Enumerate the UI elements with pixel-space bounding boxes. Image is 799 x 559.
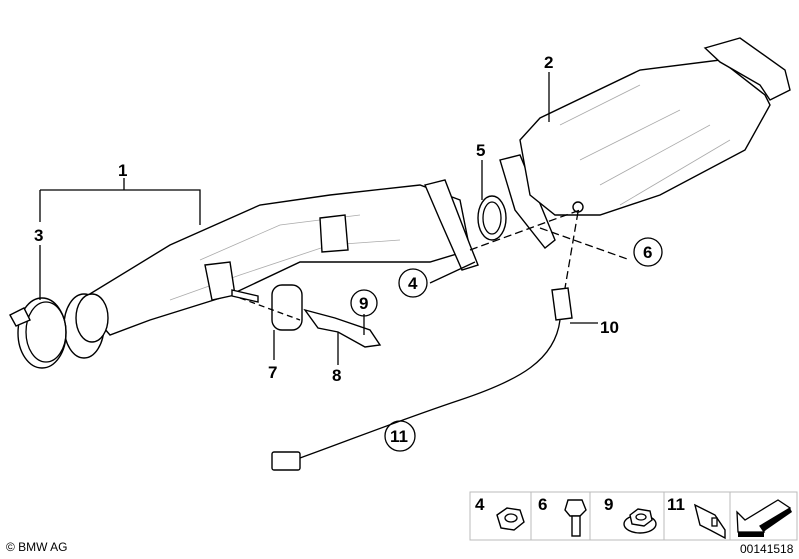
diagram-id: 00141518 bbox=[740, 542, 794, 556]
hex-nut-icon bbox=[496, 507, 525, 531]
callout-2: 2 bbox=[544, 53, 553, 72]
legend-number-4: 4 bbox=[475, 495, 485, 514]
callout-11-circle bbox=[384, 420, 416, 452]
exhaust-pipe bbox=[63, 184, 471, 359]
callout-1: 1 bbox=[118, 161, 127, 180]
callout-7: 7 bbox=[268, 363, 277, 382]
callout-5: 5 bbox=[476, 141, 485, 160]
legend-number-11: 11 bbox=[667, 495, 685, 514]
callout-9-circle bbox=[350, 289, 378, 317]
callout-6: 6 bbox=[643, 243, 652, 262]
leader-lines bbox=[39, 72, 631, 365]
callout-4: 4 bbox=[408, 274, 418, 293]
parts-legend: 4 6 9 11 bbox=[469, 491, 798, 541]
rubber-mount bbox=[231, 284, 382, 348]
clamp bbox=[9, 297, 67, 369]
callout-6-circle bbox=[633, 237, 663, 267]
callout-8: 8 bbox=[332, 366, 341, 385]
callout-9: 9 bbox=[359, 294, 368, 313]
direction-arrow-icon bbox=[736, 499, 792, 537]
callout-4-circle bbox=[398, 268, 428, 298]
legend-number-6: 6 bbox=[538, 495, 547, 514]
callout-10: 10 bbox=[600, 318, 619, 337]
callout-11: 11 bbox=[390, 427, 408, 446]
catalytic-converter bbox=[519, 37, 791, 216]
copyright-text: © BMW AG bbox=[6, 540, 68, 554]
hex-bolt-icon bbox=[564, 499, 587, 537]
bracket-clip-icon bbox=[693, 503, 726, 540]
legend-number-9: 9 bbox=[604, 495, 613, 514]
flange-nut-icon bbox=[623, 508, 657, 534]
oxygen-sensor bbox=[271, 287, 573, 471]
callout-3: 3 bbox=[34, 226, 43, 245]
